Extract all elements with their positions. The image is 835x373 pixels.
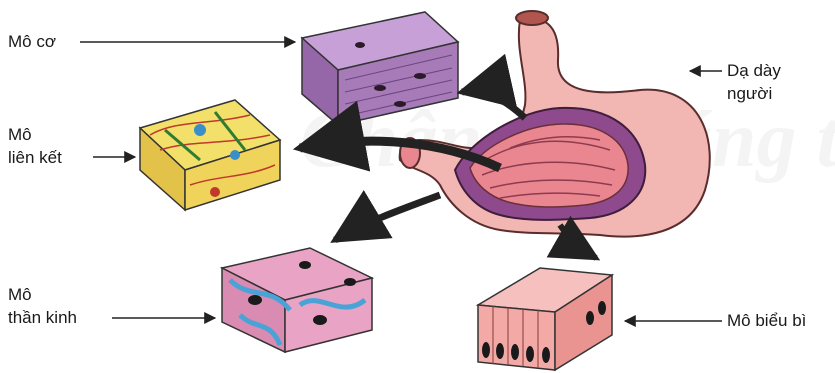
label-connective-line1: Mô bbox=[8, 124, 32, 145]
label-connective-line2: liên kết bbox=[8, 147, 62, 168]
connective-tissue-block bbox=[140, 100, 280, 210]
nervous-tissue-block bbox=[222, 248, 372, 352]
label-muscle-tissue: Mô cơ bbox=[8, 31, 56, 52]
label-epithelial-tissue: Mô biểu bì bbox=[727, 310, 806, 331]
label-nervous-line2: thần kinh bbox=[8, 307, 77, 328]
label-nervous-line1: Mô bbox=[8, 284, 32, 305]
label-stomach-line2: người bbox=[727, 83, 772, 104]
muscle-tissue-block bbox=[302, 12, 458, 125]
label-stomach-line1: Dạ dày bbox=[727, 60, 781, 81]
epithelial-tissue-block bbox=[478, 268, 612, 370]
